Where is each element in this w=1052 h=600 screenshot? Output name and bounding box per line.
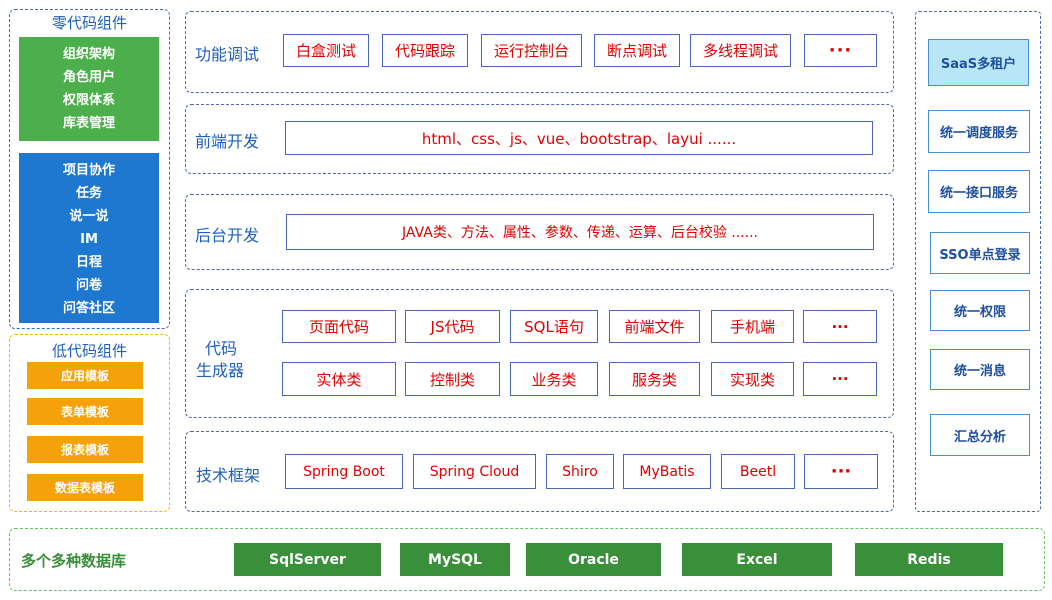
more-class-button[interactable]: ··· <box>803 362 877 396</box>
shiro-button[interactable]: Shiro <box>546 454 614 489</box>
list-item[interactable]: IM <box>80 232 98 247</box>
right-services-panel <box>915 11 1041 512</box>
list-item[interactable]: 日程 <box>75 255 102 270</box>
breakpoint-debug-button[interactable]: 断点调试 <box>594 34 680 67</box>
database-label: 多个多种数据库 <box>21 552 127 570</box>
js-code-button[interactable]: JS代码 <box>405 310 500 343</box>
redis-db-button[interactable]: Redis <box>855 543 1003 576</box>
framework-label: 技术框架 <box>196 466 261 485</box>
list-item[interactable]: 项目协作 <box>62 163 115 178</box>
more-framework-button[interactable]: ··· <box>804 454 878 489</box>
sqlserver-db-button[interactable]: SqlServer <box>234 543 381 576</box>
frontend-tech-list: html、css、js、vue、bootstrap、layui ...... <box>285 121 873 155</box>
business-class-button[interactable]: 业务类 <box>510 362 598 396</box>
saas-multi-tenant-button[interactable]: SaaS多租户 <box>928 39 1029 86</box>
unified-api-button[interactable]: 统一接口服务 <box>928 170 1030 213</box>
service-class-button[interactable]: 服务类 <box>609 362 700 396</box>
unified-scheduling-button[interactable]: 统一调度服务 <box>928 110 1030 153</box>
app-template-button[interactable]: 应用模板 <box>27 362 143 389</box>
summary-analysis-button[interactable]: 汇总分析 <box>930 414 1030 456</box>
form-template-button[interactable]: 表单模板 <box>27 398 143 425</box>
frontend-section <box>185 104 894 174</box>
function-debug-section <box>185 11 894 93</box>
codegen-label-line1: 代码 <box>205 339 238 358</box>
zero-code-panel <box>9 9 170 329</box>
controller-class-button[interactable]: 控制类 <box>405 362 500 396</box>
page-code-button[interactable]: 页面代码 <box>282 310 396 343</box>
impl-class-button[interactable]: 实现类 <box>711 362 794 396</box>
list-item[interactable]: 任务 <box>75 186 102 201</box>
codegen-label-line2: 生成器 <box>196 361 245 380</box>
low-code-panel <box>9 334 170 512</box>
list-item[interactable]: 权限体系 <box>62 93 115 108</box>
more-debug-button[interactable]: ··· <box>804 34 877 67</box>
zero-code-green-group: 组织架构 角色用户 权限体系 库表管理 <box>19 37 159 141</box>
zero-code-blue-group: 项目协作 任务 说一说 IM 日程 问卷 问答社区 <box>19 153 159 323</box>
list-item[interactable]: 问卷 <box>75 278 102 293</box>
mobile-button[interactable]: 手机端 <box>711 310 794 343</box>
sso-login-button[interactable]: SSO单点登录 <box>930 232 1030 274</box>
function-debug-label: 功能调试 <box>195 45 260 64</box>
list-item[interactable]: 问答社区 <box>62 301 115 316</box>
unified-message-button[interactable]: 统一消息 <box>930 349 1030 390</box>
backend-section <box>185 194 894 270</box>
beetl-button[interactable]: Beetl <box>721 454 795 489</box>
framework-section <box>185 431 894 512</box>
more-codegen-button[interactable]: ··· <box>803 310 877 343</box>
list-item[interactable]: 库表管理 <box>62 116 115 131</box>
oracle-db-button[interactable]: Oracle <box>526 543 661 576</box>
report-template-button[interactable]: 报表模板 <box>27 436 143 463</box>
mybatis-button[interactable]: MyBatis <box>623 454 711 489</box>
backend-label: 后台开发 <box>195 226 260 245</box>
spring-cloud-button[interactable]: Spring Cloud <box>413 454 536 489</box>
code-trace-button[interactable]: 代码跟踪 <box>382 34 468 67</box>
backend-tech-list: JAVA类、方法、属性、参数、传递、运算、后台校验 ...... <box>286 214 874 250</box>
database-section <box>9 528 1045 591</box>
entity-class-button[interactable]: 实体类 <box>282 362 396 396</box>
multithread-debug-button[interactable]: 多线程调试 <box>690 34 791 67</box>
list-item[interactable]: 角色用户 <box>62 70 115 85</box>
sql-statement-button[interactable]: SQL语句 <box>510 310 598 343</box>
zero-code-title: 零代码组件 <box>51 14 127 32</box>
whitebox-test-button[interactable]: 白盒测试 <box>283 34 369 67</box>
datatable-template-button[interactable]: 数据表模板 <box>27 474 143 501</box>
frontend-label: 前端开发 <box>195 132 260 151</box>
run-console-button[interactable]: 运行控制台 <box>481 34 582 67</box>
low-code-title: 低代码组件 <box>51 342 127 360</box>
codegen-section <box>185 289 894 418</box>
excel-db-button[interactable]: Excel <box>682 543 832 576</box>
list-item[interactable]: 说一说 <box>69 209 109 224</box>
spring-boot-button[interactable]: Spring Boot <box>285 454 403 489</box>
list-item[interactable]: 组织架构 <box>62 47 115 62</box>
unified-permission-button[interactable]: 统一权限 <box>930 290 1030 331</box>
frontend-file-button[interactable]: 前端文件 <box>609 310 700 343</box>
mysql-db-button[interactable]: MySQL <box>400 543 510 576</box>
